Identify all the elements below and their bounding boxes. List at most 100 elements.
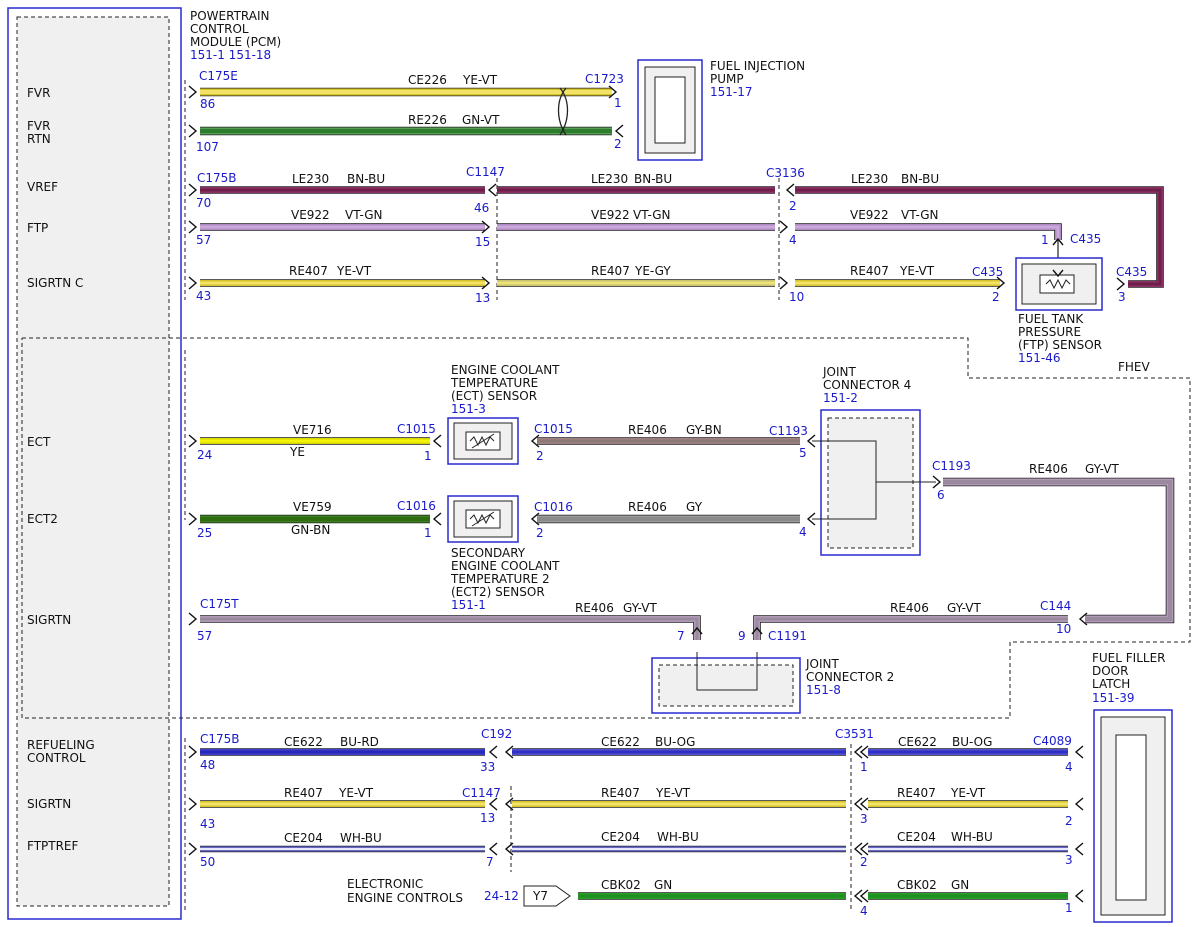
ect-sensor: ENGINE COOLANT TEMPERATURE (ECT) SENSOR …	[447, 363, 560, 465]
pin-25: 25	[197, 526, 212, 540]
svg-text:24-12: 24-12	[484, 889, 519, 903]
connector-arrow-group	[188, 85, 1126, 903]
wire-stripe	[200, 617, 699, 640]
connector-arrow	[1078, 612, 1088, 626]
pin-label-sigrtn: SIGRTN	[27, 613, 71, 627]
connector-arrow	[530, 434, 540, 448]
connector-arrow	[853, 842, 863, 856]
connector-arrow	[996, 276, 1006, 290]
wire-ce622-c: CE622	[898, 735, 937, 749]
connector-arrow	[806, 434, 816, 448]
color-ce622-b: BU-OG	[655, 735, 695, 749]
pin-7-c1147: 7	[486, 855, 494, 869]
wire-le230-b: LE230	[591, 172, 628, 186]
conn-c4089: C4089	[1033, 734, 1072, 748]
wire-stripe	[943, 480, 1172, 621]
svg-text:FUEL TANK: FUEL TANK	[1018, 312, 1084, 326]
connector-arrow	[785, 183, 795, 197]
pin-70: 70	[196, 196, 211, 210]
color-re406-e: GY-VT	[947, 601, 981, 615]
pin-1-c435: 1	[1041, 233, 1049, 247]
connector-arrow	[859, 797, 869, 811]
fuel-filler-door-latch: FUEL FILLER DOOR LATCH 151-39	[1092, 651, 1173, 923]
wire-re406-a: RE406	[628, 423, 667, 437]
conn-c1147-bottom: C1147	[462, 786, 501, 800]
svg-text:151-1: 151-1	[451, 598, 486, 612]
connector-arrow	[188, 220, 198, 234]
svg-text:151-8: 151-8	[806, 683, 841, 697]
connector-arrow	[488, 797, 498, 811]
wire-ce204-a: CE204	[284, 831, 323, 845]
connector-arrow	[188, 745, 198, 759]
connector-arrow	[853, 745, 863, 759]
wire-ce622-a: CE622	[284, 735, 323, 749]
svg-text:CONTROL: CONTROL	[190, 22, 249, 36]
conn-c3136: C3136	[766, 166, 805, 180]
svg-text:ENGINE COOLANT: ENGINE COOLANT	[451, 559, 560, 573]
wire-ce622-b: CE622	[601, 735, 640, 749]
pin-label-sigrtn-2: SIGRTN	[27, 797, 71, 811]
wire-group	[200, 87, 1175, 900]
color-re226: GN-VT	[462, 113, 500, 127]
svg-text:CONNECTOR 2: CONNECTOR 2	[806, 670, 894, 684]
ect2-sensor: SECONDARY ENGINE COOLANT TEMPERATURE 2 (…	[447, 495, 560, 612]
connector-arrow	[188, 124, 198, 138]
pin-4-c3136: 4	[789, 233, 797, 247]
conn-c144: C144	[1040, 599, 1071, 613]
color-re406-a: GY-BN	[686, 423, 722, 437]
color-le230-b: BN-BU	[634, 172, 672, 186]
connector-arrow	[188, 797, 198, 811]
color-ce204-c: WH-BU	[951, 830, 993, 844]
connector-arrow	[1074, 842, 1084, 856]
connector-arrow	[488, 842, 498, 856]
conn-c435-1: C435	[1070, 232, 1101, 246]
svg-text:ENGINE COOLANT: ENGINE COOLANT	[451, 363, 560, 377]
svg-text:DOOR: DOOR	[1092, 664, 1128, 678]
connector-arrow	[1074, 797, 1084, 811]
connector-arrow	[859, 745, 869, 759]
color-re406-b: GY-VT	[1085, 462, 1119, 476]
ftp-sensor: FUEL TANK PRESSURE (FTP) SENSOR 151-46	[1015, 257, 1103, 365]
connector-arrow	[504, 797, 514, 811]
fuel-injection-pump: FUEL INJECTION PUMP 151-17	[637, 59, 805, 161]
pin-7-c1191: 7	[677, 629, 685, 643]
wire-re407-b: RE407	[591, 264, 630, 278]
svg-text:CONNECTOR 4: CONNECTOR 4	[823, 378, 911, 392]
pin-label-refueling-2: CONTROL	[27, 751, 86, 765]
wire-ve922-a: VE922	[291, 208, 330, 222]
pin-15: 15	[475, 235, 490, 249]
svg-text:(ECT2) SENSOR: (ECT2) SENSOR	[451, 585, 545, 599]
svg-text:151-46: 151-46	[1018, 351, 1061, 365]
color-cbk02-b: GN	[951, 878, 969, 892]
pin-label-ect2: ECT2	[27, 512, 58, 526]
pin-label-ftp: FTP	[27, 221, 48, 235]
wire-ve716: VE716	[293, 423, 332, 437]
pin-24: 24	[197, 448, 212, 462]
color-ce204-a: WH-BU	[340, 831, 382, 845]
pin-1-c1015: 1	[424, 449, 432, 463]
connector-arrow	[859, 889, 869, 903]
connector-arrow	[1052, 237, 1064, 246]
color-ve716: YE	[289, 445, 305, 459]
pcm-title: POWERTRAIN CONTROL MODULE (PCM) 151-1 15…	[190, 9, 281, 62]
color-re406-c: GY	[686, 500, 703, 514]
connector-arrow	[859, 842, 869, 856]
color-ve922-b: VT-GN	[633, 208, 670, 222]
svg-text:POWERTRAIN: POWERTRAIN	[190, 9, 270, 23]
wire-ce226: CE226	[408, 73, 447, 87]
conn-c435-3: C435	[1116, 265, 1147, 279]
connector-arrow	[932, 475, 942, 489]
pin-label-fvr: FVR	[27, 86, 50, 100]
joint-connector-2: JOINT CONNECTOR 2 151-8	[651, 652, 894, 714]
connector-arrow	[1074, 889, 1084, 903]
wire-ve922-b: VE922	[591, 208, 630, 222]
connector-arrow	[504, 745, 514, 759]
color-re407-c: YE-VT	[899, 264, 935, 278]
pin-48: 48	[200, 758, 215, 772]
pin-label-vref: VREF	[27, 180, 58, 194]
wire-ce204-c: CE204	[897, 830, 936, 844]
pin-10-c3136: 10	[789, 290, 804, 304]
pin-2-c1723: 2	[614, 137, 622, 151]
color-re407-b: YE-GY	[634, 264, 671, 278]
